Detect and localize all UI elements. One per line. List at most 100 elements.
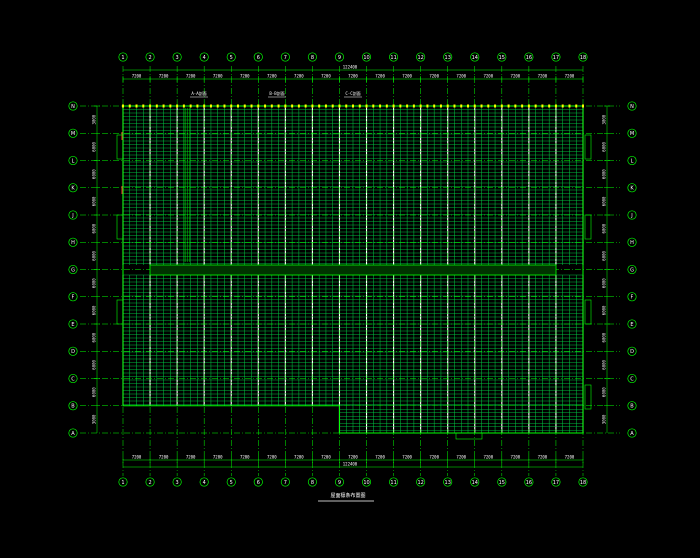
dim-right-label: 6000: [602, 169, 607, 179]
axis-bubble-right-D-circle: [627, 346, 637, 356]
axis-bubble-bottom-1-circle: [118, 477, 128, 487]
axis-bubble-bottom-13: 13: [443, 477, 453, 487]
dim-bottom-label: 7200: [538, 455, 548, 460]
axis-bubble-left-H: H: [68, 237, 78, 247]
section-callout-1: A-A剖面: [190, 90, 208, 98]
node-marker: [534, 104, 537, 108]
axis-bubble-top-18-label: 18: [580, 55, 586, 61]
axis-bubble-top-13: 13: [443, 52, 453, 62]
node-marker: [237, 104, 239, 108]
axis-bubble-left-F-label: F: [72, 295, 75, 301]
axis-bubble-top-11: 11: [389, 52, 399, 62]
node-marker: [311, 104, 314, 108]
axis-bubble-top-1-circle: [118, 52, 128, 62]
axis-bubble-top-14: 14: [470, 52, 480, 62]
axis-bubble-right-J-circle: [627, 210, 637, 220]
axis-bubble-right-E-label: E: [630, 322, 633, 328]
node-marker: [480, 104, 483, 108]
side-opening: [116, 134, 124, 160]
axis-bubble-top-14-circle: [470, 52, 480, 62]
dim-bottom-label: 7200: [565, 455, 575, 460]
node-marker: [331, 104, 334, 108]
dim-bottom-label: 7200: [429, 455, 439, 460]
axis-bubble-bottom-15: 15: [497, 477, 507, 487]
axis-bubble-top-4: 4: [199, 52, 209, 62]
axis-bubble-right-E: E: [627, 319, 637, 329]
dim-bottom-label: 7200: [186, 455, 196, 460]
node-marker: [467, 104, 469, 108]
axis-bubble-right-E-circle: [627, 319, 637, 329]
axis-bubble-top-8: 8: [307, 52, 317, 62]
axis-bubble-left-G-label: G: [71, 267, 75, 273]
axis-bubble-bottom-18: 18: [578, 477, 588, 487]
axis-bubble-bottom-16: 16: [524, 477, 534, 487]
axis-bubble-top-4-circle: [199, 52, 209, 62]
axis-bubble-top-15-label: 15: [499, 55, 505, 61]
axis-bubble-top-8-circle: [307, 52, 317, 62]
axis-bubble-top-13-circle: [443, 52, 453, 62]
axis-bubble-right-K-circle: [627, 183, 637, 193]
node-marker: [257, 104, 260, 108]
axis-bubble-top-4-label: 4: [203, 55, 206, 61]
axis-bubble-left-H-label: H: [71, 240, 75, 246]
axis-bubble-top-3-label: 3: [176, 55, 179, 61]
axis-bubble-right-C-label: C: [630, 376, 634, 382]
dim-left-label: 6000: [92, 250, 97, 260]
axis-bubble-right-C: C: [627, 373, 637, 384]
axis-bubble-bottom-17-label: 17: [553, 480, 559, 486]
node-marker: [196, 104, 199, 108]
dim-bottom-label: 7200: [294, 455, 304, 460]
axis-bubble-left-M-circle: [68, 128, 78, 138]
drawing-title: 屋面檩条布置图: [330, 492, 365, 499]
node-marker: [379, 104, 382, 108]
axis-bubble-bottom-9-circle: [334, 477, 345, 487]
axis-bubble-bottom-4: 4: [199, 477, 209, 487]
axis-bubble-right-N-circle: [627, 101, 637, 111]
ridge-strip: [149, 264, 557, 276]
dim-right-label: 6000: [602, 223, 607, 233]
axis-bubble-top-5-circle: [226, 52, 236, 62]
axis-bubble-bottom-9: 9: [334, 477, 345, 487]
axis-bubble-bottom-4-circle: [199, 477, 209, 487]
node-marker: [209, 104, 212, 108]
axis-bubble-right-D: D: [627, 346, 637, 356]
axis-bubble-left-C-label: C: [71, 376, 75, 382]
dim-top-total: 122400: [343, 65, 358, 70]
axis-bubble-left-H-circle: [68, 237, 78, 247]
axis-bubble-top-16: 16: [524, 52, 534, 62]
axis-bubble-left-A-circle: [68, 428, 78, 438]
axis-bubble-bottom-6-circle: [253, 477, 263, 487]
node-marker: [453, 104, 456, 108]
axis-bubble-bottom-11-circle: [389, 477, 399, 487]
axis-bubble-top-2: 2: [145, 52, 155, 62]
bottom-opening: [455, 432, 483, 440]
axis-bubble-left-E-label: E: [71, 322, 74, 328]
axis-bubble-top-7: 7: [280, 52, 290, 62]
dim-bottom-label: 7200: [267, 455, 277, 460]
axis-bubble-bottom-5-circle: [226, 477, 236, 487]
axis-bubble-bottom-15-circle: [497, 477, 507, 487]
axis-bubble-right-M-label: M: [630, 131, 634, 137]
node-marker: [412, 104, 415, 108]
axis-bubble-bottom-3-label: 3: [176, 480, 179, 486]
dim-left-label: 6000: [92, 169, 97, 179]
axis-bubble-right-G-label: G: [630, 267, 634, 273]
node-marker: [189, 104, 192, 108]
node-marker: [230, 104, 233, 108]
axis-bubble-top-2-label: 2: [148, 55, 151, 61]
node-marker: [507, 104, 510, 108]
axis-bubble-left-N-circle: [68, 101, 78, 111]
dim-top-label: 7200: [538, 74, 548, 79]
dim-right-label: 3000: [602, 114, 607, 124]
axis-bubble-bottom-10: 10: [361, 477, 372, 487]
dim-right-label: 6000: [602, 387, 607, 397]
node-marker: [277, 104, 280, 108]
dim-bottom-label: 7200: [483, 455, 493, 460]
axis-bubble-bottom-17: 17: [551, 477, 561, 487]
side-opening: [116, 214, 124, 240]
node-marker: [352, 104, 354, 108]
side-opening: [584, 384, 592, 410]
axis-bubble-left-F: F: [68, 292, 78, 302]
section-callout-2: B-B剖面: [268, 90, 286, 98]
